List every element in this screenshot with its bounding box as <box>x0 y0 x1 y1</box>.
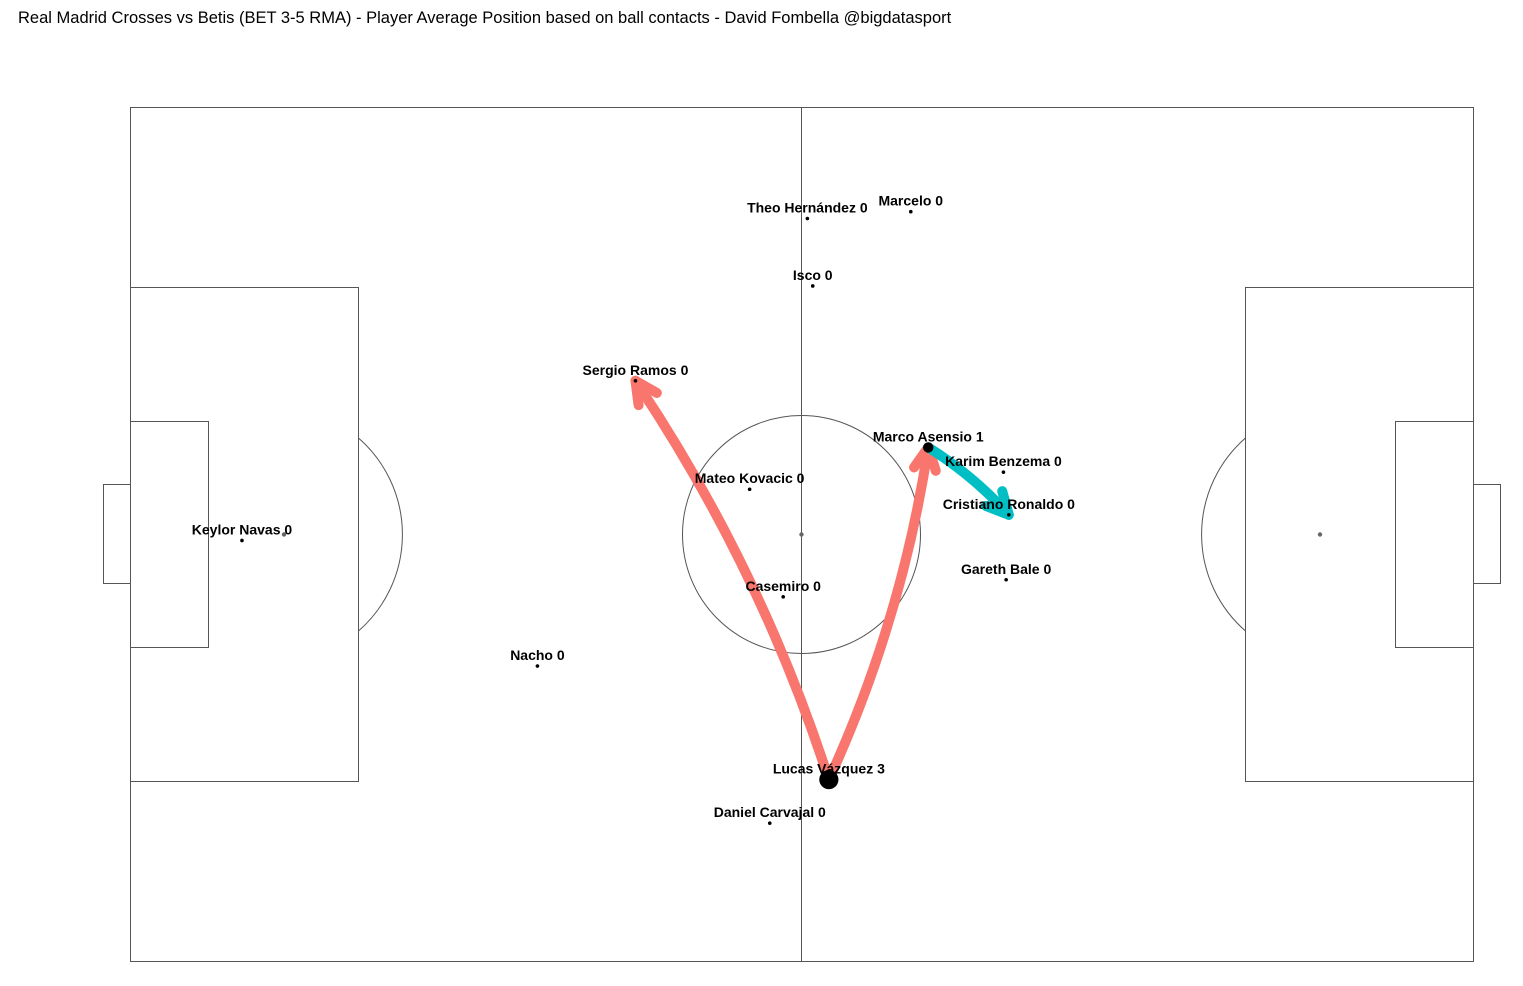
chart-title: Real Madrid Crosses vs Betis (BET 3-5 RM… <box>18 9 952 27</box>
player-label: Mateo Kovacic 0 <box>695 470 805 486</box>
player-point <box>535 664 540 668</box>
pitch-markings <box>103 107 1501 962</box>
player-label: Nacho 0 <box>510 647 565 663</box>
player-karim-benzema: Karim Benzema 0 <box>945 453 1062 474</box>
player-point <box>819 769 839 790</box>
player-point <box>633 378 638 383</box>
player-point <box>1007 513 1011 517</box>
player-point <box>805 216 810 221</box>
center-circle <box>682 415 921 654</box>
right-six-yard-box <box>1395 421 1474 648</box>
player-label: Daniel Carvajal 0 <box>714 804 826 820</box>
left-goal <box>103 484 131 584</box>
player-points: Keylor Navas 0 Marcelo 0 Theo Hernández 0 I… <box>192 193 1075 825</box>
player-daniel-carvajal: Daniel Carvajal 0 <box>714 804 826 825</box>
player-keylor-navas: Keylor Navas 0 <box>192 521 293 543</box>
player-label: Keylor Navas 0 <box>192 521 293 537</box>
player-point <box>908 209 913 214</box>
player-point <box>923 442 934 453</box>
player-isco: Isco 0 <box>793 267 833 288</box>
player-label: Lucas Vázquez 3 <box>773 761 885 777</box>
player-label: Cristiano Ronaldo 0 <box>943 496 1075 512</box>
player-theo-hernandez: Theo Hernández 0 <box>747 200 868 221</box>
left-penalty-spot <box>281 532 287 537</box>
player-point <box>1004 577 1008 582</box>
player-point <box>1001 470 1006 474</box>
left-penalty-arc <box>358 437 403 632</box>
cross-line <box>630 375 834 785</box>
right-penalty-box <box>1245 287 1474 782</box>
player-label: Casemiro 0 <box>745 578 821 594</box>
right-penalty-spot <box>1317 532 1323 537</box>
player-label: Marco Asensio 1 <box>873 428 984 444</box>
player-mateo-kovacic: Mateo Kovacic 0 <box>695 470 805 492</box>
player-marcelo: Marcelo 0 <box>878 193 943 214</box>
player-label: Gareth Bale 0 <box>961 561 1051 577</box>
player-label: Marcelo 0 <box>878 193 943 209</box>
player-sergio-ramos: Sergio Ramos 0 <box>583 362 689 383</box>
player-cristiano-ronaldo: Cristiano Ronaldo 0 <box>943 496 1075 517</box>
cross-line <box>823 442 934 785</box>
player-point <box>767 821 772 825</box>
player-casemiro: Casemiro 0 <box>745 578 821 599</box>
player-marco-asensio: Marco Asensio 1 <box>873 428 984 453</box>
center-spot <box>799 532 804 537</box>
player-label: Isco 0 <box>793 267 833 283</box>
right-goal <box>1473 484 1501 584</box>
player-point <box>810 284 815 288</box>
player-gareth-bale: Gareth Bale 0 <box>961 561 1051 582</box>
cross-arrow-lucas-vazquez-to-marco-asensio <box>823 442 941 785</box>
player-lucas-vazquez: Lucas Vázquez 3 <box>773 761 885 790</box>
player-point <box>240 538 244 543</box>
right-penalty-arc <box>1201 437 1246 632</box>
player-label: Sergio Ramos 0 <box>583 362 689 378</box>
player-label: Theo Hernández 0 <box>747 200 868 216</box>
player-point <box>781 595 785 599</box>
player-nacho: Nacho 0 <box>510 647 565 668</box>
player-point <box>747 487 752 492</box>
player-label: Karim Benzema 0 <box>945 453 1062 469</box>
